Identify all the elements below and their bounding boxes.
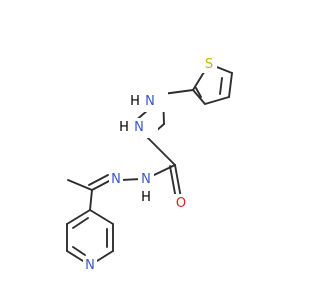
bond-c3-c2-inner: [195, 87, 202, 98]
bond-c5-c4: [228, 72, 233, 98]
hydrazone-nh-h-label: H: [141, 190, 151, 205]
bond-py-c5-c4: [66, 209, 91, 225]
bond-imine-pyridine: [89, 189, 93, 211]
bond-py-n-c6: [66, 250, 84, 262]
pyrazolidine-h2-label: H: [119, 120, 129, 135]
bond-n-c-imine-double: [88, 174, 109, 186]
bond-carbonyl-o-double: [169, 165, 177, 200]
bond-py-c4-c3: [89, 209, 114, 225]
bond-carbonyl-nh: [151, 164, 176, 177]
bond-py-inner-top: [72, 217, 89, 229]
pyrazolidine-h1-label: H: [130, 94, 140, 109]
hydrazone-n-label: N: [111, 172, 121, 187]
thiophene-s-label: S: [205, 57, 213, 72]
bond-c5-c4-inner: [219, 77, 223, 95]
bond-py-inner-bottom: [72, 246, 86, 256]
bond-carbonyl-o: [174, 164, 182, 199]
bond-c3-c2: [192, 89, 206, 105]
atom-labels: S H N H N O N H N N: [83, 55, 217, 274]
pyridine-n-label: N: [85, 258, 95, 273]
amide-hydrazone-chain: [67, 137, 182, 211]
pyridine-ring: [66, 209, 114, 262]
structure-drawing: S H N H N O N H N N: [66, 55, 233, 274]
pyrazolidine-n1-label: N: [145, 94, 155, 109]
bond-py-c2-n: [96, 250, 114, 262]
bond-c4-c3: [204, 96, 230, 105]
molecule-canvas: S H N H N O N H N N: [66, 55, 233, 274]
bond-imine-methyl: [67, 179, 93, 191]
bond-c3-carbonyl: [147, 137, 176, 166]
hydrazone-nh-n-label: N: [141, 172, 151, 187]
pyrazolidine-n2-label: N: [134, 120, 144, 135]
carbonyl-o-label: O: [176, 196, 186, 211]
bond-n-c-imine: [91, 179, 112, 191]
